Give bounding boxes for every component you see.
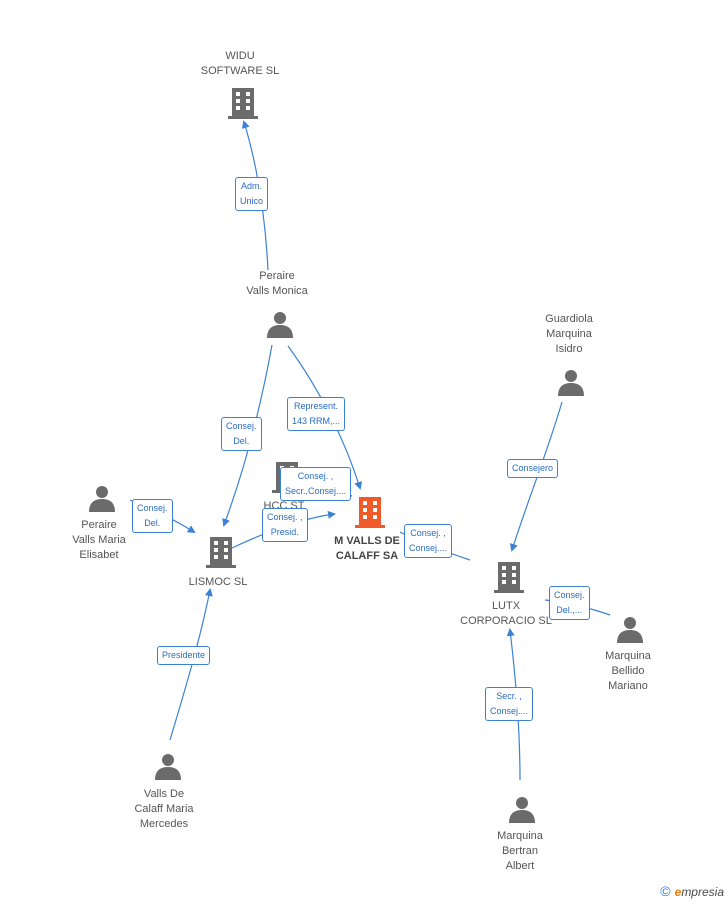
- relation-secr-consej[interactable]: Secr. , Consej....: [485, 687, 534, 721]
- relation-consej-del-bellido[interactable]: Consej. Del.,...: [549, 586, 590, 620]
- person-icon: [155, 754, 181, 780]
- node-label-peraire-monica[interactable]: Peraire Valls Monica: [246, 270, 308, 297]
- node-label-lutx[interactable]: LUTX CORPORACIO SL: [460, 600, 552, 627]
- person-icon: [89, 486, 115, 512]
- node-label-bellido[interactable]: Marquina Bellido Mariano: [605, 650, 651, 692]
- person-icon: [558, 370, 584, 396]
- relation-adm-unico[interactable]: Adm. Unico: [235, 177, 269, 211]
- relation-presidente[interactable]: Presidente: [157, 646, 211, 665]
- main-building-icon: [355, 497, 385, 528]
- person-icon: [617, 617, 643, 643]
- building-icon: [494, 562, 524, 593]
- person-icon: [509, 797, 535, 823]
- node-label-lismoc[interactable]: LISMOC SL: [188, 576, 248, 588]
- edge-adm-unico: [241, 120, 269, 271]
- node-label-mercedes[interactable]: Valls De Calaff Maria Mercedes: [134, 788, 194, 830]
- edge-presidente: [169, 588, 213, 741]
- empresia-logo[interactable]: ©empresia: [660, 883, 724, 899]
- node-label-bertran[interactable]: Marquina Bertran Albert: [497, 830, 543, 872]
- relation-consej-consej[interactable]: Consej. , Consej....: [404, 524, 453, 558]
- relation-consej-presid[interactable]: Consej. , Presid.: [262, 508, 308, 542]
- relation-consej-secr[interactable]: Consej. , Secr.,Consej....: [280, 467, 352, 501]
- node-label-mvalls[interactable]: M VALLS DE CALAFF SA: [334, 535, 400, 562]
- node-label-widu[interactable]: WIDU SOFTWARE SL: [200, 50, 280, 77]
- relation-consej-del-monica[interactable]: Consej. Del.: [221, 417, 262, 451]
- building-icon: [228, 88, 258, 119]
- node-label-peraire-elisabet[interactable]: Peraire Valls Maria Elisabet: [72, 519, 126, 561]
- node-label-guardiola[interactable]: Guardiola Marquina Isidro: [545, 313, 593, 355]
- relation-represent[interactable]: Represent. 143 RRM,...: [287, 397, 346, 431]
- copyright-symbol: ©: [660, 883, 671, 899]
- building-icon: [206, 537, 236, 568]
- brand-letter-e: e: [674, 885, 682, 899]
- relation-consejero[interactable]: Consejero: [507, 459, 559, 478]
- relation-consej-del-elisabet[interactable]: Consej. Del.: [132, 499, 173, 533]
- person-icon: [267, 312, 293, 338]
- brand-name: mpresia: [681, 885, 724, 899]
